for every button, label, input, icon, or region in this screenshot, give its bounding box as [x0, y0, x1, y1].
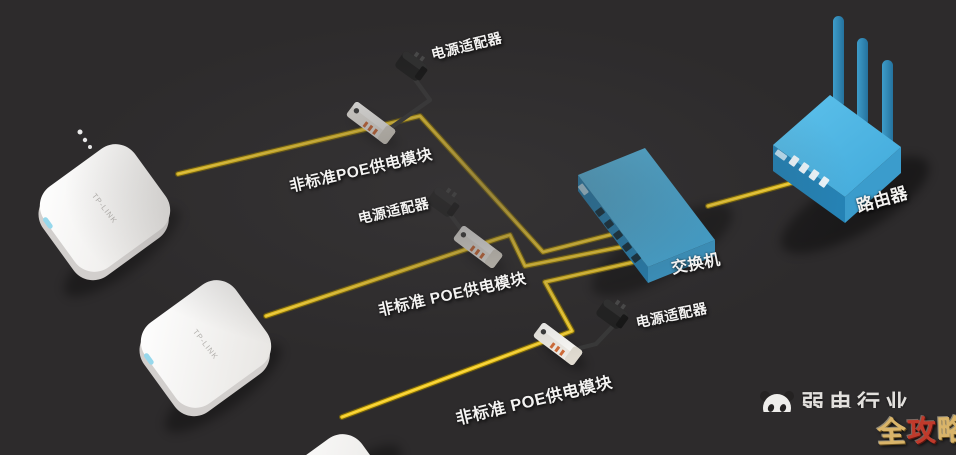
badge-char-1: 全	[876, 416, 907, 450]
ellipsis-dot	[82, 137, 88, 143]
power-adapter-1	[395, 51, 428, 81]
panda-face	[763, 394, 791, 412]
panda-logo-icon	[760, 391, 796, 412]
badge-char-3: 略	[936, 414, 956, 448]
poe-modules	[346, 101, 583, 366]
ethernet-cable-ap1-to-switch	[175, 113, 632, 255]
ellipsis-dot	[88, 145, 92, 149]
power-adapter-3	[596, 299, 629, 329]
panda-ear-right	[784, 391, 794, 401]
watermark-badge: 全 攻 略	[876, 414, 956, 450]
access-point-1: TP-LINK	[38, 144, 171, 281]
router-antenna-3	[882, 60, 893, 146]
router-antenna-2	[857, 38, 868, 126]
router-antenna-1	[833, 16, 844, 108]
access-point-2: TP-LINK	[139, 280, 272, 417]
badge-char-2: 攻	[906, 415, 937, 449]
watermark-site-name: 弱电行业网	[801, 391, 913, 408]
ellipsis-dot	[77, 129, 83, 135]
power-cord-3	[577, 323, 616, 351]
panda-eye-left	[766, 403, 776, 412]
ethernet-cable-switch-to-router	[705, 179, 798, 209]
power-adapter-2	[427, 187, 460, 217]
ellipsis-dots	[77, 129, 92, 149]
panda-ear-left	[760, 391, 770, 401]
panda-eye-right	[778, 403, 788, 412]
